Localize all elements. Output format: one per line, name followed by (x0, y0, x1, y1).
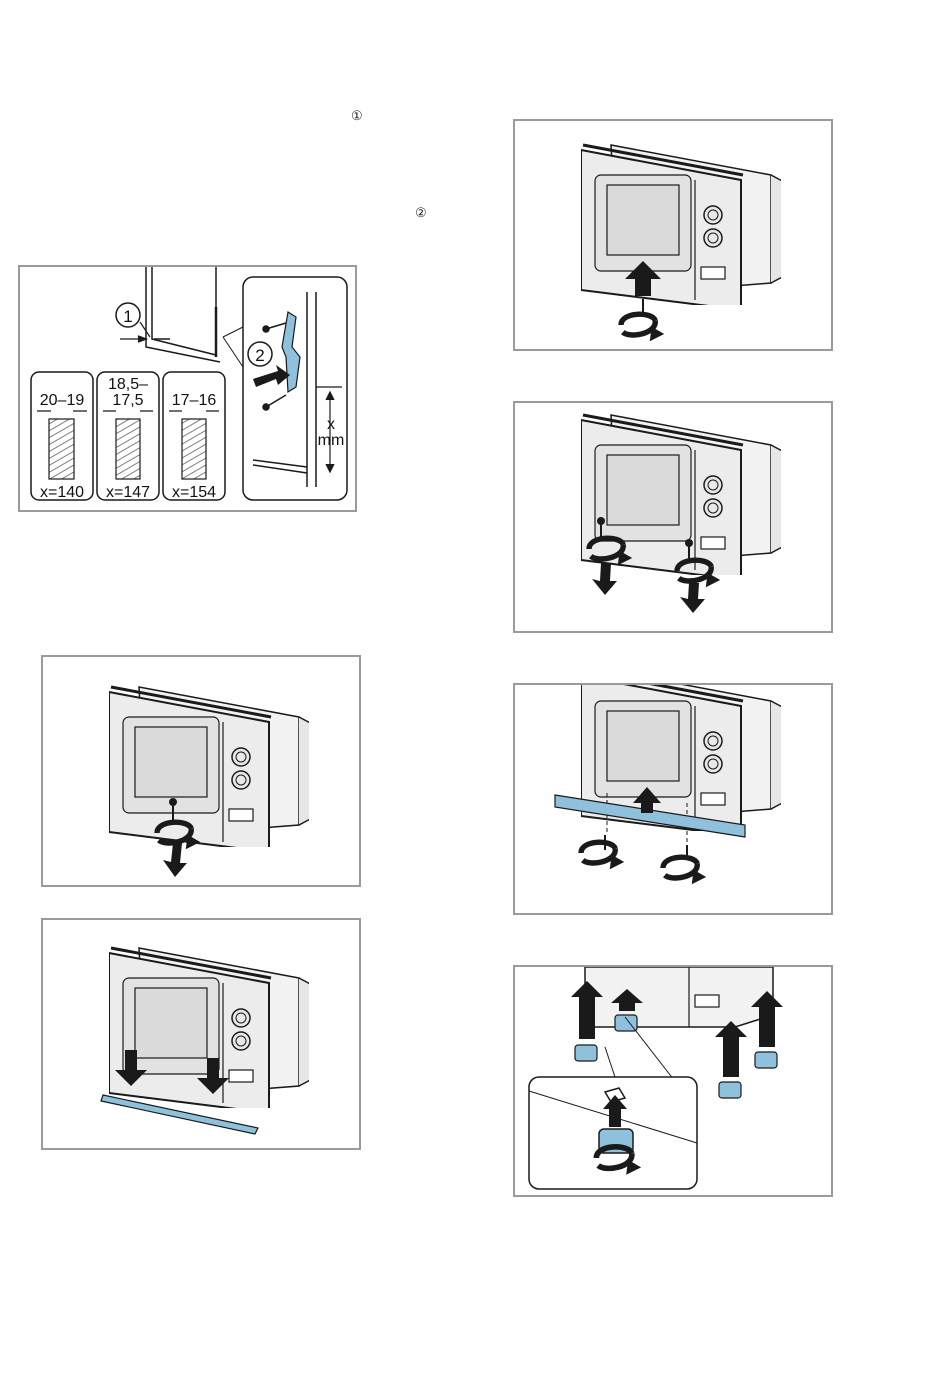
dimension-x: x (327, 416, 335, 433)
rotate-icon (621, 314, 664, 341)
step-2-label: 2 (255, 346, 264, 365)
figure-attach-rail (513, 683, 833, 915)
dimension-unit: mm (318, 432, 345, 449)
option-thickness-line2: 17,5 (112, 392, 143, 409)
figure-unscrew-two (513, 401, 833, 633)
figure-attach-feet (513, 965, 833, 1197)
option-card-3: 17–16 x=154 (163, 372, 225, 501)
rotate-icon (663, 857, 706, 884)
up-arrow-icon (715, 1021, 747, 1077)
down-arrow-icon (163, 843, 187, 877)
figure-remove-rail (41, 918, 361, 1150)
marker-2: ② (415, 206, 427, 219)
down-arrow-icon (592, 563, 617, 595)
microwave-illustration (585, 967, 773, 1027)
marker-1: ① (351, 109, 363, 122)
option-thickness: 17–16 (172, 392, 217, 409)
figure-bracket-alignment: 1 2 x mm (18, 265, 357, 512)
figure-unscrew-front (41, 655, 361, 887)
rotate-icon (581, 842, 624, 869)
option-thickness: 20–19 (40, 392, 85, 409)
option-x-value: x=154 (172, 484, 216, 501)
down-arrow-icon (680, 583, 705, 613)
figure-screw-up (513, 119, 833, 351)
microwave-illustration (109, 687, 314, 852)
step-1-label: 1 (123, 307, 132, 326)
option-thickness: 18,5– (108, 376, 148, 393)
option-x-value: x=140 (40, 484, 84, 501)
microwave-illustration (581, 145, 786, 310)
option-card-1: 20–19 x=140 (31, 372, 93, 501)
option-x-value: x=147 (106, 484, 150, 501)
option-card-2: 18,5– 17,5 x=147 (97, 372, 159, 501)
